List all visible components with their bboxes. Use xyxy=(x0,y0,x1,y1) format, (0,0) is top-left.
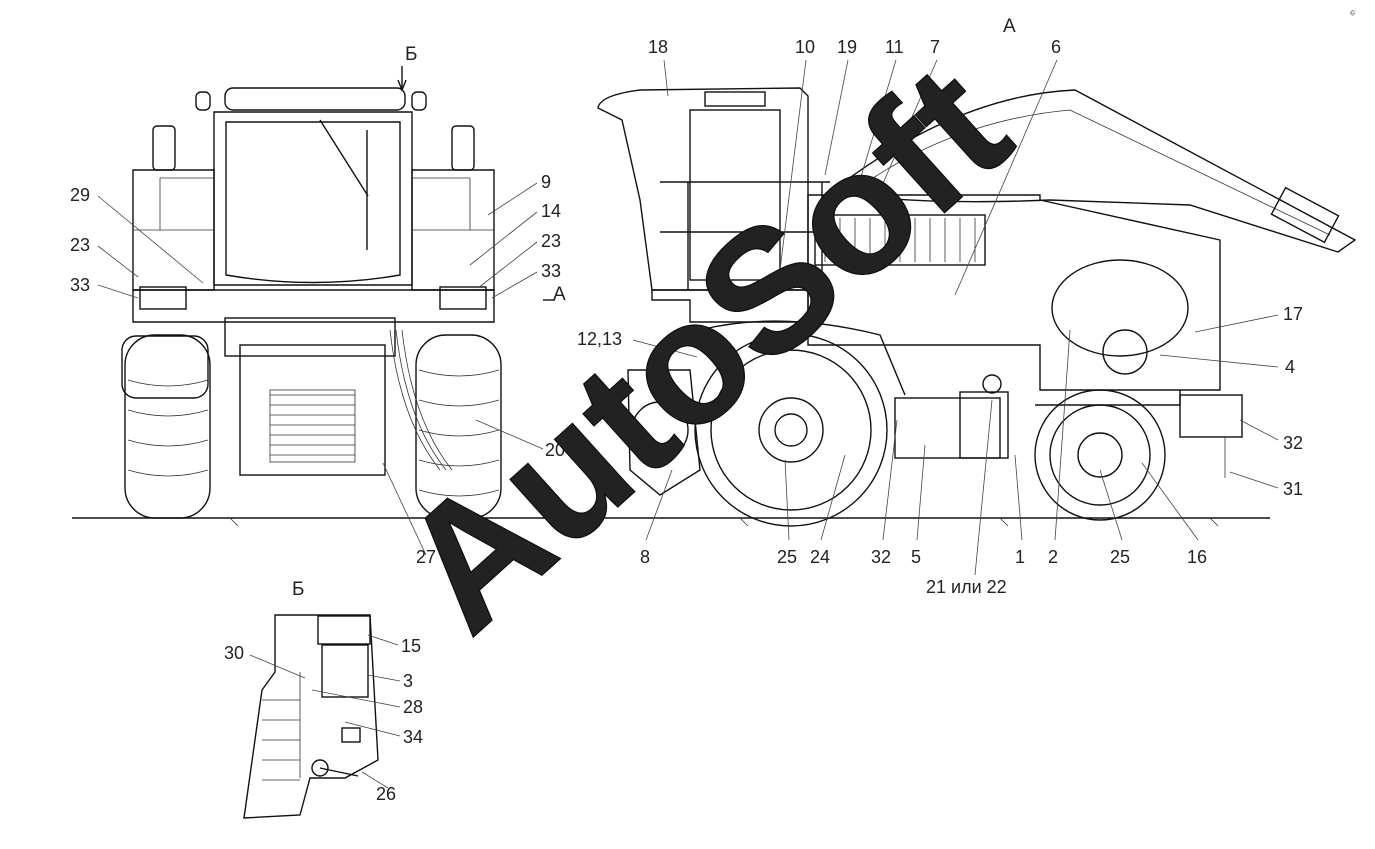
callout-label: 25 xyxy=(1110,547,1130,567)
ground-hatching xyxy=(229,517,1219,527)
callout-label: 33 xyxy=(70,275,90,295)
callout-label: 11 xyxy=(885,37,904,57)
callout-label: 6 xyxy=(1051,37,1061,57)
callout-label: 17 xyxy=(1283,304,1303,324)
callout-label: 7 xyxy=(930,37,940,57)
callout-label: 26 xyxy=(376,784,396,804)
view-a-title: А xyxy=(1003,16,1016,37)
callout-label: 16 xyxy=(1187,547,1207,567)
callout-label: 34 xyxy=(403,727,423,747)
callout-label: 25 xyxy=(777,547,797,567)
front-view xyxy=(121,87,502,519)
callout-label: 15 xyxy=(401,636,421,656)
callout-label: 24 xyxy=(810,547,830,567)
callout-label: 23 xyxy=(541,231,561,251)
corner-mark: © xyxy=(1349,8,1358,18)
callout-label: 4 xyxy=(1285,357,1295,377)
callout-label: 32 xyxy=(871,547,891,567)
callout-label: 8 xyxy=(640,547,650,567)
callout-label: 5 xyxy=(911,547,921,567)
watermark-text: AutoSoft xyxy=(365,29,1044,668)
callout-label: 19 xyxy=(837,37,857,57)
callout-label: 18 xyxy=(648,37,668,57)
detail-view-b xyxy=(243,614,379,819)
callout-label: 33 xyxy=(541,261,561,281)
view-b-title: Б xyxy=(292,579,304,600)
callout-label: 30 xyxy=(224,643,244,663)
callout-label: 14 xyxy=(541,201,561,221)
callout-label: 29 xyxy=(70,185,90,205)
callout-label: 32 xyxy=(1283,433,1303,453)
callout-label: 27 xyxy=(416,547,436,567)
callout-label: 2 xyxy=(1048,547,1058,567)
leader-lines xyxy=(97,59,1279,789)
view-arrow-b-label: Б xyxy=(405,44,417,65)
callout-label: 12,13 xyxy=(577,329,622,349)
side-view xyxy=(597,87,1357,527)
callout-label: 9 xyxy=(541,172,551,192)
callout-label: 1 xyxy=(1015,547,1025,567)
callout-label: 10 xyxy=(795,37,815,57)
callout-label: 3 xyxy=(403,671,413,691)
callout-label: 23 xyxy=(70,235,90,255)
section-arrow-a-label: А xyxy=(553,284,566,305)
callout-label: 28 xyxy=(403,697,423,717)
callout-label: 31 xyxy=(1283,479,1303,499)
callout-label: 20 xyxy=(545,440,565,460)
callout-note: 21 или 22 xyxy=(926,577,1007,597)
